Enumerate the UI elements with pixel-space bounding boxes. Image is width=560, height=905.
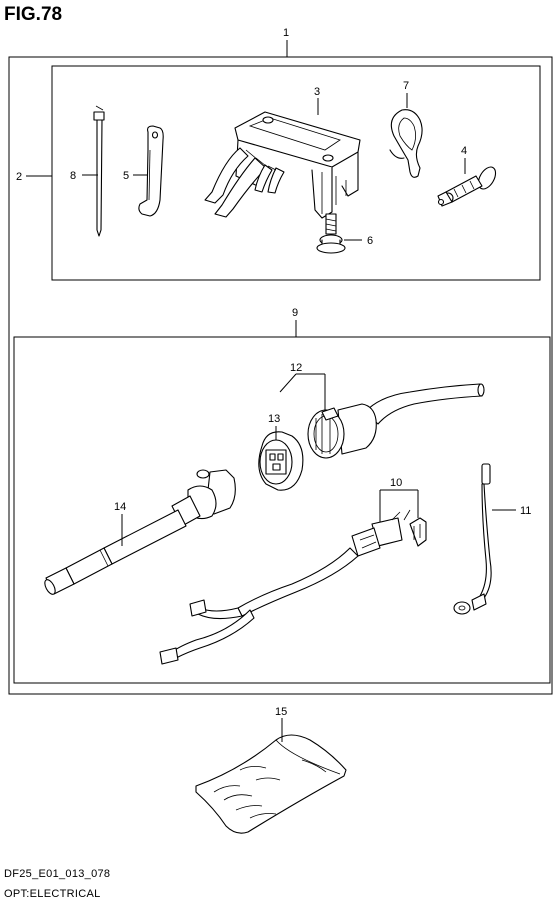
figure-title: FIG.78 xyxy=(4,4,62,25)
callout-9: 9 xyxy=(292,307,298,319)
callout-11: 11 xyxy=(520,505,531,517)
grease-packet-part-15 xyxy=(195,734,347,834)
callout-5: 5 xyxy=(123,170,129,182)
callout-8: 8 xyxy=(70,170,76,182)
cable-tie-part-8 xyxy=(93,105,105,237)
callout-7: 7 xyxy=(403,80,409,92)
harness-part-10 xyxy=(159,509,427,665)
callout-4: 4 xyxy=(461,145,467,157)
callout-10: 10 xyxy=(390,477,402,489)
figure-code: DF25_E01_013_078 xyxy=(4,868,110,880)
callout-2: 2 xyxy=(16,171,22,183)
figure-caption: OPT:ELECTRICAL xyxy=(4,888,101,900)
harness-box-9 xyxy=(13,336,551,684)
clamp-part-5 xyxy=(138,125,164,217)
callout-14: 14 xyxy=(114,501,126,513)
bolt-part-6 xyxy=(316,213,346,254)
callout-1: 1 xyxy=(283,27,289,39)
callout-13: 13 xyxy=(268,413,280,425)
ground-lead-part-11 xyxy=(453,463,492,615)
connector-part-13 xyxy=(258,431,304,491)
lead-wire-part-14 xyxy=(44,469,236,595)
connector-part-12 xyxy=(307,383,485,459)
wire-clip-part-7 xyxy=(389,109,423,178)
regulator-part-3 xyxy=(204,111,361,219)
callout-3: 3 xyxy=(314,86,320,98)
kit-box-2 xyxy=(51,65,541,281)
grommet-part-4 xyxy=(437,166,497,207)
callout-6: 6 xyxy=(367,235,373,247)
callout-15: 15 xyxy=(275,706,287,718)
callout-12: 12 xyxy=(290,362,302,374)
assembly-box-1 xyxy=(8,56,553,695)
